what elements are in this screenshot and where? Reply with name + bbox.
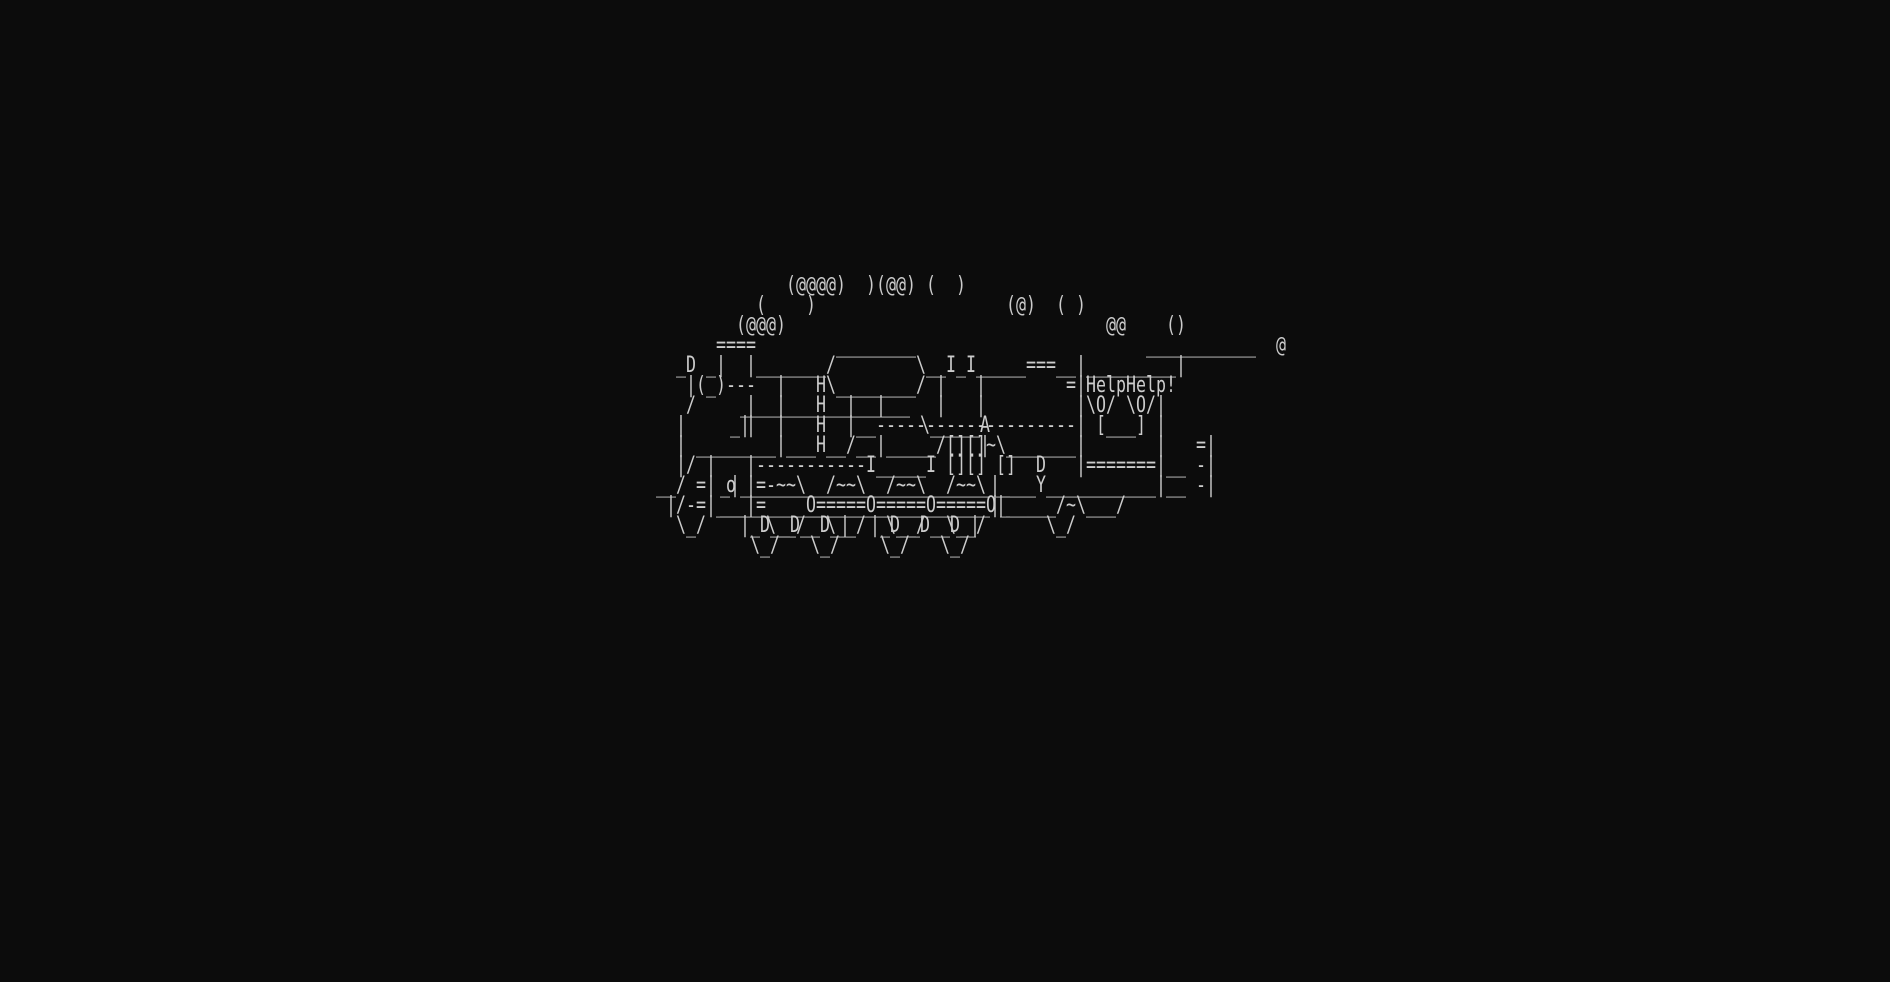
art-line: | | | H |__--------------------| [___] |	[616, 413, 1167, 438]
art-line: \_/ \_/ \_/ \_/	[0, 533, 971, 558]
art-line: \_/ \__/ \__/ \__/ \__/ \_/	[616, 513, 1077, 538]
art-line: ___________________________|_	[0, 493, 1011, 518]
art-line: __/ =| o |=-~~\ /~~\ /~~\ /~~\ ____Y____…	[616, 473, 1217, 498]
art-line: |(_)--- | H\________/ | | =|HelpHelp!	[616, 373, 1177, 398]
art-line: (@@@@) )(@@) ( )	[616, 273, 967, 298]
art-line: |/-=|___|= O=====O=====O=====O|_____/~\_…	[616, 493, 1127, 518]
art-line: ( ) (@) ( )	[616, 293, 1087, 318]
art-line: (@@@) @@ ()	[616, 313, 1187, 338]
art-line: _|_________________________|_	[0, 473, 1011, 498]
art-line: _D _| |_______/ \__I_I_____===__|_______…	[616, 353, 1187, 378]
art-line: _| \_____A	[0, 413, 991, 438]
art-line: _________________	[0, 393, 911, 418]
art-line: |	[0, 433, 991, 458]
art-line: |_D__D__D_| |_D__D__D_|	[0, 513, 981, 538]
art-line: ==== ________ ___________ @	[616, 333, 1287, 358]
art-line: |/ | |-----------I_____I [][] [] D |====…	[616, 453, 1217, 478]
art-line: / | | H | | | | |\O/ \O/|	[616, 393, 1167, 418]
art-line: | ________|___H__/__|_____/[][]~\_______…	[616, 433, 1217, 458]
